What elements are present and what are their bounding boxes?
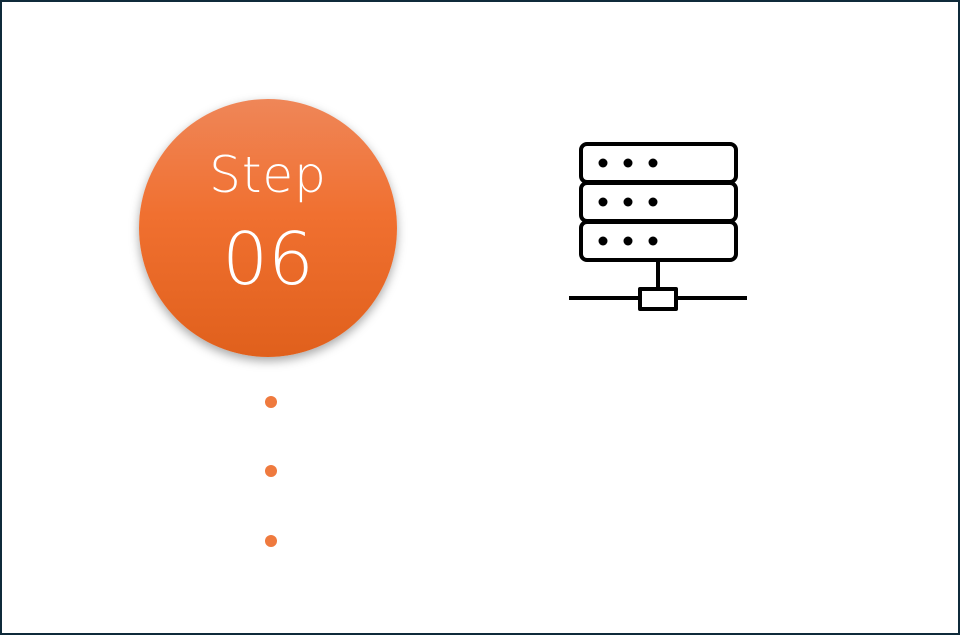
step-number: 06 (222, 217, 314, 301)
ellipsis-dot (265, 396, 277, 408)
ellipsis-dot (265, 465, 277, 477)
server-network-icon (569, 142, 747, 311)
ellipsis-dot (265, 535, 277, 547)
step-badge: Step 06 (139, 99, 397, 357)
step-label: Step (209, 146, 327, 204)
